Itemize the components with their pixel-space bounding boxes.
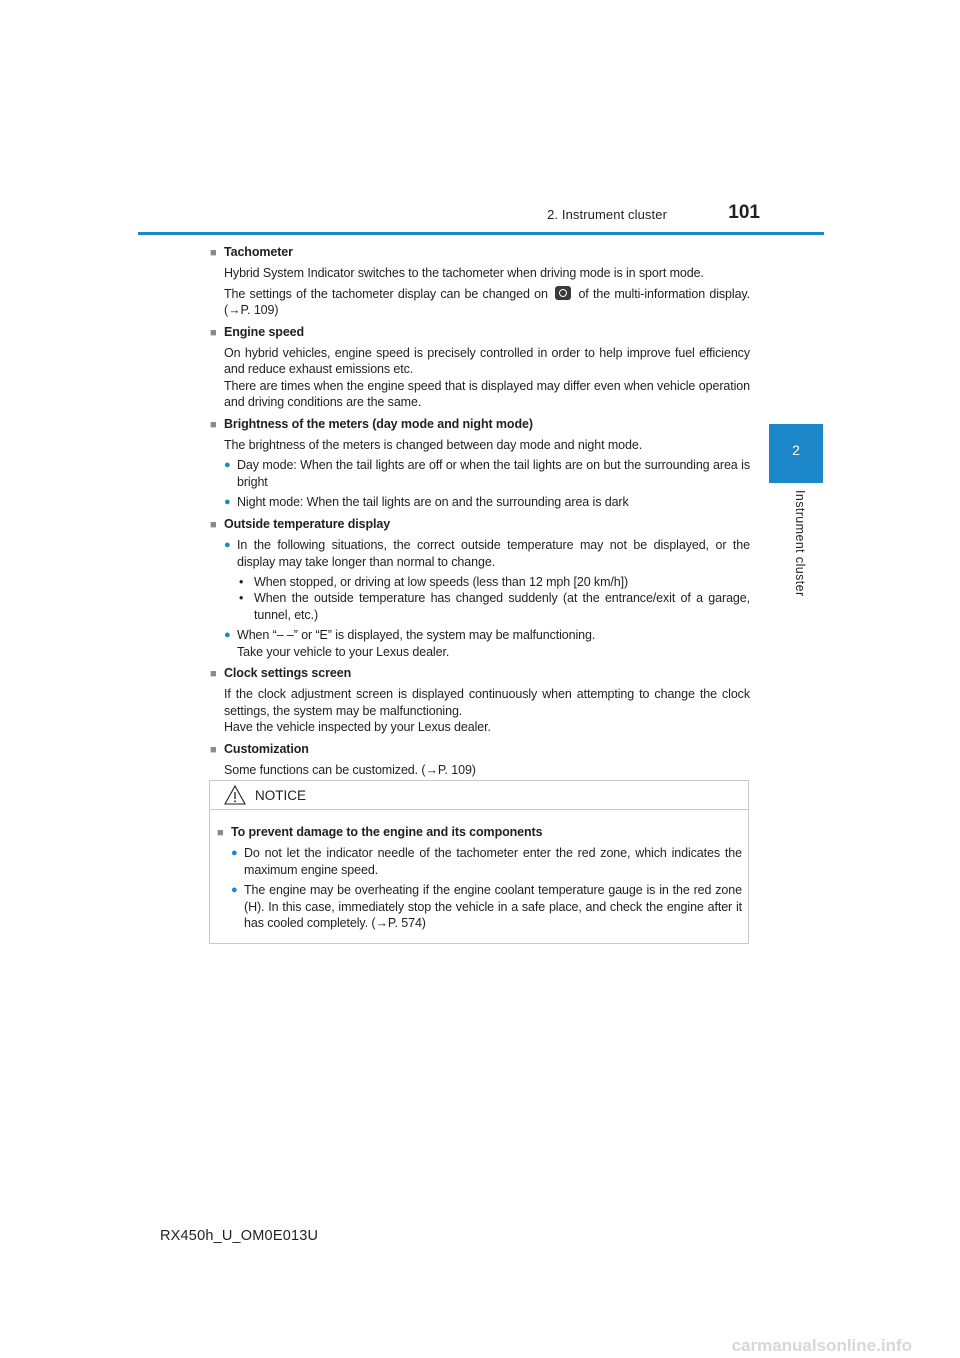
section-heading: ■ Tachometer xyxy=(210,244,750,261)
paragraph-text: of the multi-information display. (→P. 1… xyxy=(224,286,751,318)
section-heading: ■ Customization xyxy=(210,741,750,758)
chapter-tab: 2 xyxy=(769,424,823,483)
square-marker-icon: ■ xyxy=(217,827,224,839)
section-brightness: ■ Brightness of the meters (day mode and… xyxy=(210,416,750,511)
paragraph-text: There are times when the engine speed th… xyxy=(224,378,750,410)
footer-document-code: RX450h_U_OM0E013U xyxy=(160,1228,319,1244)
bullet-icon: ● xyxy=(224,496,231,509)
square-marker-icon: ■ xyxy=(210,743,217,756)
paragraph-text: The settings of the tachometer display c… xyxy=(224,286,548,301)
bullet-item: ● Do not let the indicator needle of the… xyxy=(231,845,742,878)
sub-list-text: When the outside temperature has changed… xyxy=(254,591,750,622)
paragraph: The settings of the tachometer display c… xyxy=(224,285,751,319)
square-marker-icon: ■ xyxy=(210,247,217,259)
chapter-tab-number: 2 xyxy=(792,442,800,458)
bullet-item: ● The engine may be overheating if the e… xyxy=(231,882,742,931)
sub-list-item: • When stopped, or driving at low speeds… xyxy=(237,574,750,590)
watermark: carmanualsonline.info xyxy=(731,1335,912,1355)
square-marker-icon: ■ xyxy=(210,326,217,339)
bullet-item: ● Night mode: When the tail lights are o… xyxy=(224,494,750,510)
bullet-text: When “– –” or “E” is displayed, the syst… xyxy=(237,627,750,660)
chapter-tab-label: Instrument cluster xyxy=(793,490,807,597)
bullet-text-line: When “– –” or “E” is displayed, the syst… xyxy=(237,628,596,643)
section-heading-text: Tachometer xyxy=(224,245,293,259)
paragraph: Some functions can be customized. (→P. 1… xyxy=(224,762,476,777)
paragraph: On hybrid vehicles, engine speed is prec… xyxy=(224,345,750,411)
section-customization: ■ Customization Some functions can be cu… xyxy=(210,741,750,779)
bullet-icon: ● xyxy=(224,539,231,552)
bullet-text: In the following situations, the correct… xyxy=(237,538,750,569)
section-heading: ■ Outside temperature display xyxy=(210,516,750,533)
notice-body: ■ To prevent damage to the engine and it… xyxy=(210,810,748,931)
paragraph: The brightness of the meters is changed … xyxy=(224,438,643,453)
bullet-item: ● Day mode: When the tail lights are off… xyxy=(224,457,750,490)
sub-list-text: When stopped, or driving at low speeds (… xyxy=(254,574,629,589)
notice-heading-text: To prevent damage to the engine and its … xyxy=(231,825,543,839)
section-heading-text: Outside temperature display xyxy=(224,516,391,531)
settings-icon xyxy=(555,285,572,300)
page-number: 101 xyxy=(728,202,760,223)
notice-box: NOTICE ■ To prevent damage to the engine… xyxy=(209,780,749,944)
section-heading: ■ Engine speed xyxy=(210,324,750,341)
section-heading-text: Customization xyxy=(224,741,309,756)
paragraph-text: On hybrid vehicles, engine speed is prec… xyxy=(224,346,750,377)
bullet-icon: ● xyxy=(224,629,231,642)
paragraph: If the clock adjustment screen is displa… xyxy=(224,686,750,735)
section-tachometer: ■ Tachometer Hybrid System Indicator swi… xyxy=(210,244,750,319)
warning-triangle-icon xyxy=(224,785,246,805)
bullet-text-line: Take your vehicle to your Lexus dealer. xyxy=(237,644,450,659)
section-heading-text: Brightness of the meters (day mode and n… xyxy=(224,416,533,431)
sub-list-item: • When the outside temperature has chang… xyxy=(237,590,750,623)
bullet-text: Night mode: When the tail lights are on … xyxy=(237,495,629,510)
section-heading-text: Engine speed xyxy=(224,324,305,339)
bullet-icon: ● xyxy=(224,459,231,472)
paragraph: Hybrid System Indicator switches to the … xyxy=(224,266,704,281)
bullet-icon: ● xyxy=(231,884,238,897)
bullet-icon: ● xyxy=(231,847,238,860)
section-clock-settings: ■ Clock settings screen If the clock adj… xyxy=(210,665,750,736)
bullet-item: ● When “– –” or “E” is displayed, the sy… xyxy=(224,627,750,660)
running-header: 2. Instrument cluster xyxy=(547,207,667,222)
square-marker-icon: ■ xyxy=(210,518,217,531)
bullet-item: ● In the following situations, the corre… xyxy=(224,537,750,570)
bullet-text: The engine may be overheating if the eng… xyxy=(244,883,742,931)
section-outside-temperature: ■ Outside temperature display ● In the f… xyxy=(210,516,750,660)
section-heading: ■ Clock settings screen xyxy=(210,665,750,682)
notice-header: NOTICE xyxy=(210,781,748,810)
notice-title: NOTICE xyxy=(255,787,307,803)
bullet-text: Do not let the indicator needle of the t… xyxy=(244,846,742,877)
main-content: ■ Tachometer Hybrid System Indicator swi… xyxy=(210,244,750,783)
section-engine-speed: ■ Engine speed On hybrid vehicles, engin… xyxy=(210,324,750,411)
section-heading-text: Clock settings screen xyxy=(224,665,352,680)
paragraph-text: If the clock adjustment screen is displa… xyxy=(224,687,750,718)
bullet-text: Day mode: When the tail lights are off o… xyxy=(237,458,750,489)
section-heading: ■ Brightness of the meters (day mode and… xyxy=(210,416,750,433)
square-marker-icon: ■ xyxy=(210,667,217,680)
paragraph-text: Have the vehicle inspected by your Lexus… xyxy=(224,720,491,735)
header-rule xyxy=(138,232,824,235)
square-marker-icon: ■ xyxy=(210,418,217,431)
sub-bullet-icon: • xyxy=(239,574,244,589)
notice-heading: ■ To prevent damage to the engine and it… xyxy=(217,824,742,841)
sub-bullet-icon: • xyxy=(239,591,244,606)
